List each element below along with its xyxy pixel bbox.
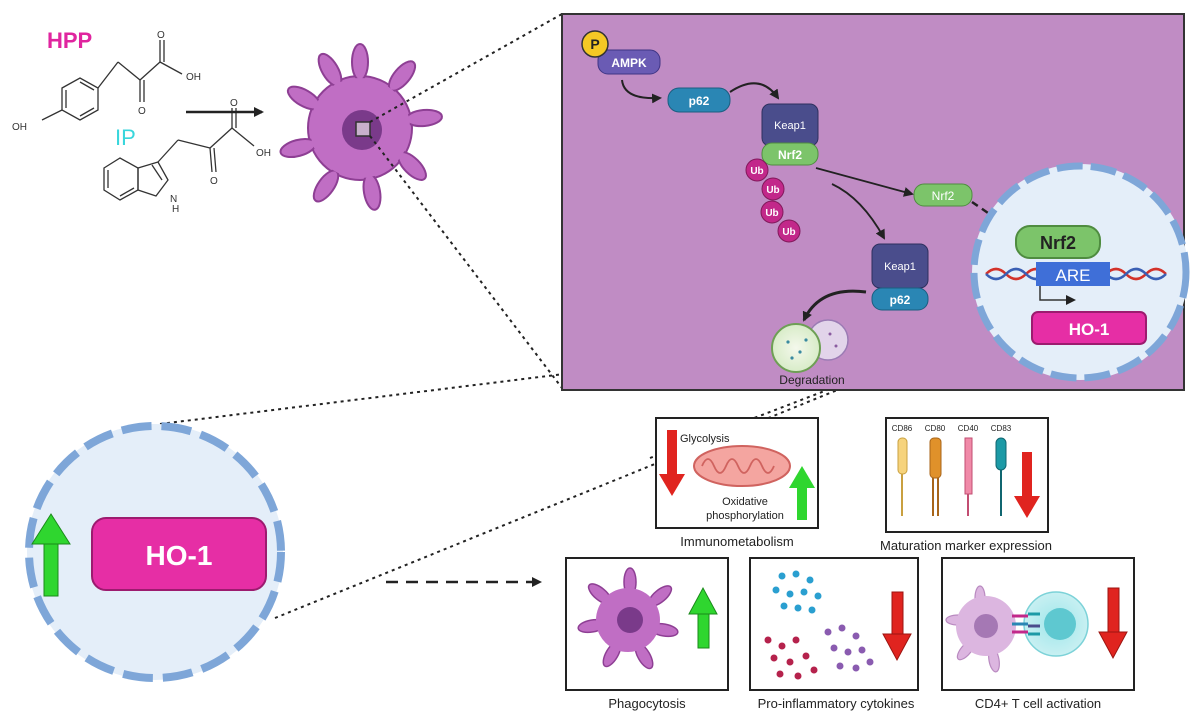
ub-label-1: Ub xyxy=(750,166,763,177)
cd80-receptor-icon xyxy=(929,437,942,516)
caption-cytokines: Pro-inflammatory cytokines xyxy=(758,696,915,711)
ub-label-3: Ub xyxy=(765,208,778,219)
cytokine-dots-red xyxy=(764,636,818,680)
arrow-ampk-p62 xyxy=(621,79,662,104)
hpp-oh-2: OH xyxy=(186,72,201,83)
ip-n: N xyxy=(170,194,177,205)
dc-cell-small-icon xyxy=(577,567,679,670)
cytokine-dots-blue xyxy=(772,570,822,614)
nucleus-small: Nrf2 ARE HO-1 xyxy=(970,162,1190,382)
phospho-label: P xyxy=(590,36,599,52)
ip-oh: OH xyxy=(256,148,271,159)
hpp-oh-1: OH xyxy=(12,122,27,133)
phospho-badge xyxy=(581,30,609,58)
caption-maturation: Maturation marker expression xyxy=(880,538,1052,553)
hpp-o-2: O xyxy=(157,30,165,41)
cd86-receptor-icon xyxy=(897,437,908,516)
panel-phagocytosis xyxy=(565,557,729,691)
ip-h: H xyxy=(172,204,179,215)
panel-tcell xyxy=(941,557,1135,691)
caption-phagocytosis: Phagocytosis xyxy=(608,696,686,711)
panel-maturation: CD86 CD80 CD40 CD83 xyxy=(885,417,1049,533)
ubiquitin-chain: Ub Ub Ub Ub xyxy=(745,158,801,243)
are-label: ARE xyxy=(1056,266,1091,285)
cd83-receptor-icon xyxy=(995,437,1007,516)
ho1-label-small: HO-1 xyxy=(1069,320,1110,339)
ub-label-2: Ub xyxy=(766,185,779,196)
p62-node-b xyxy=(871,287,929,311)
down-arrow-maturation xyxy=(1014,496,1040,518)
dendritic-cell xyxy=(279,43,443,211)
p62-label-a: p62 xyxy=(689,94,710,108)
ho1-node-large xyxy=(91,517,267,591)
mitochondrion-icon xyxy=(693,445,791,487)
dc-tcell-icon xyxy=(945,585,1089,673)
nrf2-node-nucleus xyxy=(1015,225,1101,259)
autophagosome-icon xyxy=(771,319,849,373)
nrf2-node-free xyxy=(913,183,973,207)
up-arrow-large-head xyxy=(31,513,71,545)
ip-label: IP xyxy=(115,125,136,150)
transcription-arrow xyxy=(1039,286,1076,305)
degradation-label: Degradation xyxy=(779,373,844,387)
caption-immunometabolism: Immunometabolism xyxy=(680,534,793,549)
p62-label-b: p62 xyxy=(890,293,911,307)
keap1-label-b: Keap1 xyxy=(884,261,916,273)
nrf2-label-free: Nrf2 xyxy=(932,189,955,203)
arrow-p62-keap1 xyxy=(729,82,780,100)
keap1-label-a: Keap1 xyxy=(774,120,806,132)
hpp-label: HPP xyxy=(47,28,92,53)
down-arrow-glycolysis xyxy=(659,474,685,496)
panel-immunometabolism: Glycolysis Oxidative phosphorylation xyxy=(655,417,819,529)
down-arrow-cytokines xyxy=(882,633,912,662)
oxphos-label-1: Oxidative xyxy=(722,496,768,508)
ho1-label-large: HO-1 xyxy=(146,540,213,571)
marker-cd86: CD86 xyxy=(892,424,913,433)
nrf2-label-nucleus: Nrf2 xyxy=(1040,233,1076,253)
arrow-to-degradation xyxy=(802,289,867,322)
zoom-box xyxy=(355,121,371,137)
arrow-to-nrf2-free xyxy=(815,167,914,197)
marker-cd80: CD80 xyxy=(925,424,946,433)
marker-cd83: CD83 xyxy=(991,424,1012,433)
nucleus-large: HO-1 xyxy=(25,422,285,682)
ampk-label: AMPK xyxy=(611,56,647,70)
pathway-panel: AMPK P p62 Keap1 Nrf2 Ub Ub Ub Ub Nrf xyxy=(561,13,1190,391)
arrow-to-keap1-p62 xyxy=(831,183,885,240)
oxphos-label-2: phosphorylation xyxy=(706,510,784,522)
ho1-node-small xyxy=(1031,311,1147,345)
are-box xyxy=(1036,262,1110,286)
hpp-structure xyxy=(41,40,183,121)
ip-o-2: O xyxy=(230,98,238,109)
compound-structures: HPP IP OH O O OH xyxy=(12,28,271,215)
nrf2-node-a xyxy=(761,142,819,166)
glycolysis-label: Glycolysis xyxy=(680,433,730,445)
ub-label-4: Ub xyxy=(782,227,795,238)
nrf2-label-a: Nrf2 xyxy=(778,148,802,162)
ampk-node xyxy=(597,49,661,75)
hpp-o-1: O xyxy=(138,106,146,117)
marker-cd40: CD40 xyxy=(958,424,979,433)
cd40-receptor-icon xyxy=(964,437,973,516)
up-arrow-large xyxy=(43,539,59,597)
caption-tcell: CD4+ T cell activation xyxy=(975,696,1101,711)
panel-cytokines xyxy=(749,557,919,691)
up-arrow-phagocytosis xyxy=(688,586,718,615)
down-arrow-tcell xyxy=(1098,631,1128,660)
ip-structure xyxy=(103,108,255,201)
ip-o-1: O xyxy=(210,176,218,187)
up-arrow-oxphos xyxy=(789,466,815,488)
cytokine-dots-purple xyxy=(824,624,874,672)
p62-node-a xyxy=(667,87,731,113)
